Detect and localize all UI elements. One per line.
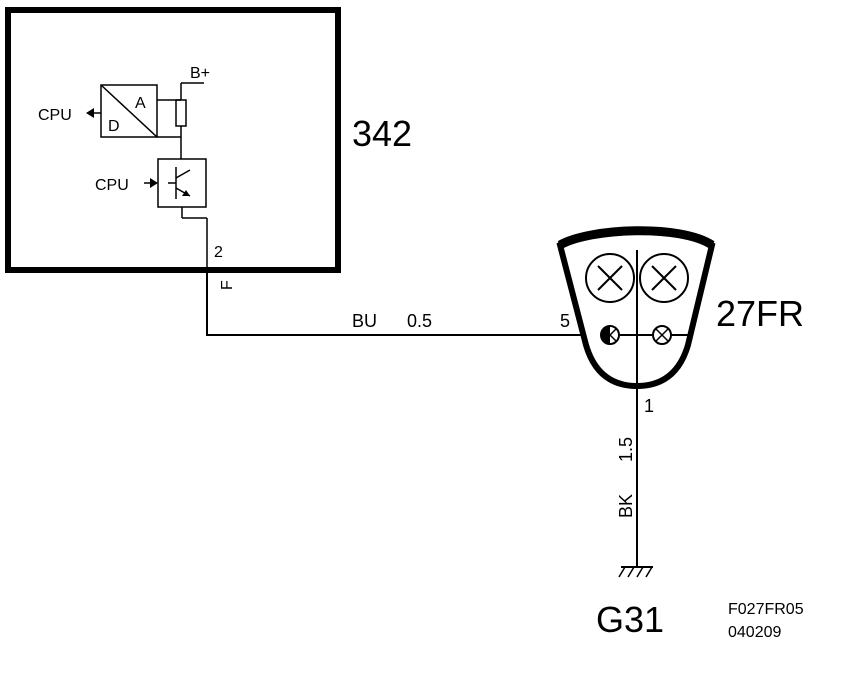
drawing-code-line1: F027FR05 — [728, 601, 804, 618]
pullup-resistor: B+ — [157, 65, 210, 159]
wire-bk-gauge: 1.5 — [616, 437, 636, 462]
ground-id-label: G31 — [596, 599, 664, 640]
wire-bk-color-code: BK — [616, 494, 636, 518]
wire-bu: BU 0.5 5 — [206, 270, 603, 336]
ground-g31: G31 — [596, 566, 664, 640]
lamp-assembly-27fr: 27FR 1 — [556, 226, 804, 416]
lamp-input-pin: 5 — [560, 311, 570, 331]
ad-converter: A D CPU — [38, 84, 158, 138]
ground-icon — [618, 566, 653, 578]
lamp-bulb-2-icon — [639, 253, 689, 303]
wire-bu-color-code: BU — [352, 311, 377, 331]
ecu-pin-signal: F — [219, 280, 236, 290]
lamp-led-open-icon — [652, 325, 672, 345]
drawing-code: F027FR05 040209 — [728, 601, 804, 641]
lamp-ground-pin: 1 — [644, 396, 654, 416]
lamp-id-label: 27FR — [716, 293, 804, 334]
ecu-module-342: 342 A D CPU B+ — [5, 7, 412, 290]
driver-cpu-label: CPU — [95, 177, 129, 194]
driver-transistor: CPU — [95, 158, 208, 270]
adc-a-label: A — [135, 95, 146, 112]
supply-label: B+ — [190, 65, 210, 82]
wire-bu-gauge: 0.5 — [407, 311, 432, 331]
adc-cpu-label: CPU — [38, 107, 72, 124]
ecu-id-label: 342 — [352, 113, 412, 154]
ecu-housing — [5, 7, 341, 273]
drawing-code-line2: 040209 — [728, 624, 781, 641]
lamp-led-filled-icon — [600, 325, 620, 345]
wire-bk: 1.5 BK — [616, 386, 638, 567]
lamp-bulb-1-icon — [585, 253, 635, 303]
adc-d-label: D — [108, 118, 120, 135]
ecu-pin-number: 2 — [214, 244, 223, 261]
